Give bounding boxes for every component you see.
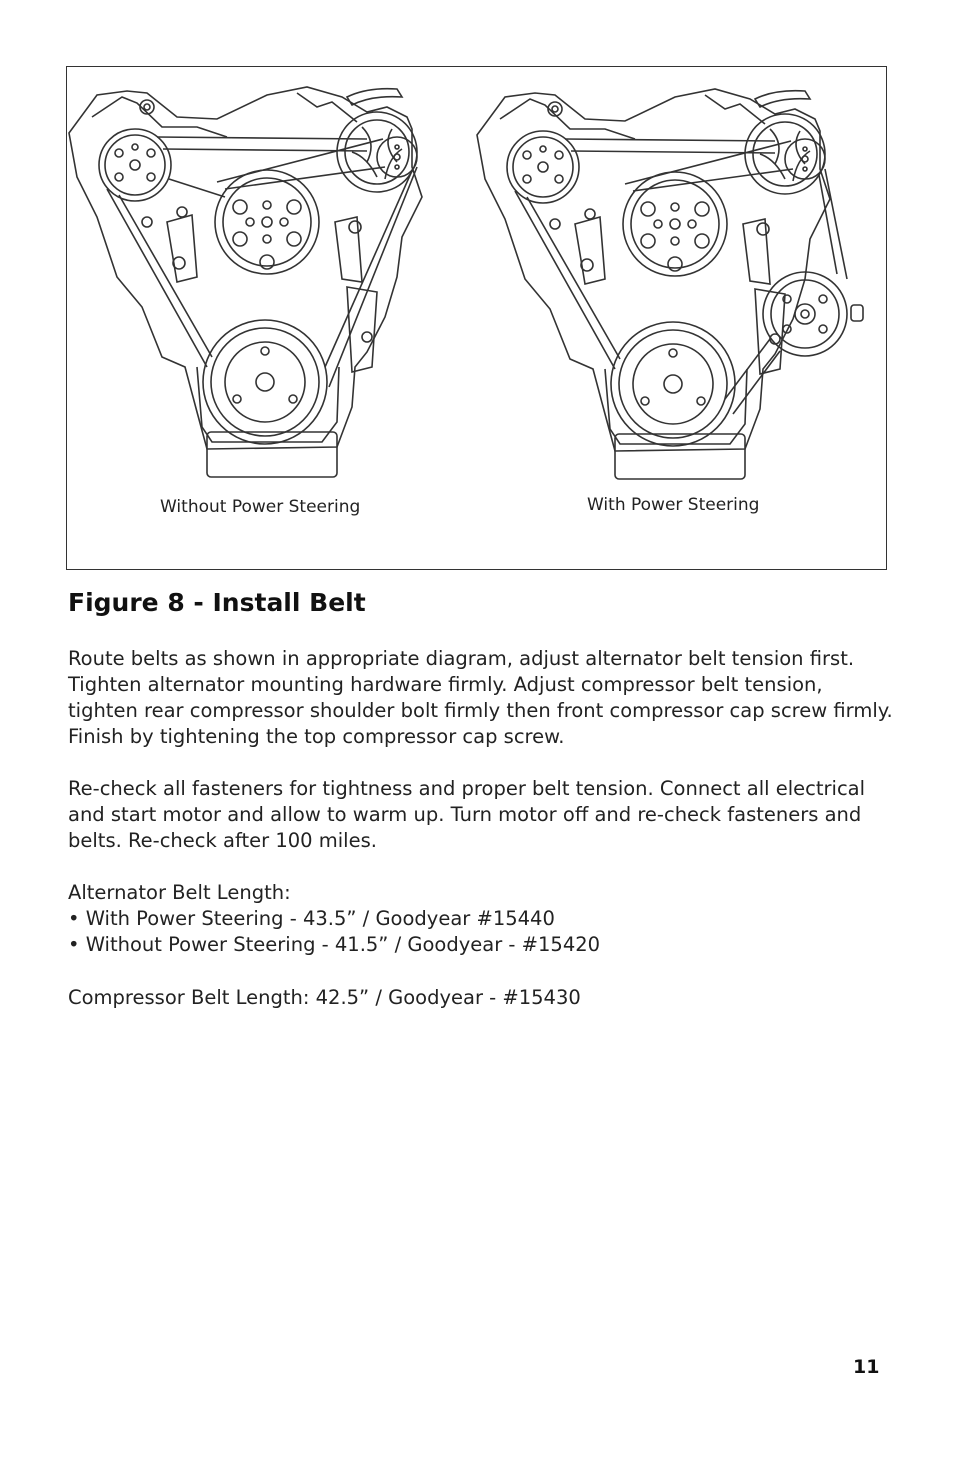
- list-item: • Without Power Steering - 41.5” / Goody…: [68, 933, 601, 956]
- diagram-without-power-steering: [68, 86, 423, 478]
- figure-frame: Without Power Steering With Power Steeri…: [66, 66, 887, 570]
- alternator-belt-section: Alternator Belt Length: • With Power Ste…: [68, 880, 898, 958]
- compressor-belt-length: Compressor Belt Length: 42.5” / Goodyear…: [68, 986, 581, 1009]
- page-number: 11: [853, 1356, 880, 1378]
- power-steering-pulley: [762, 271, 848, 357]
- list-item: • With Power Steering - 43.5” / Goodyear…: [68, 907, 555, 930]
- figure-heading: Figure 8 - Install Belt: [68, 588, 366, 617]
- alternator-belt-label: Alternator Belt Length:: [68, 881, 291, 904]
- recheck-paragraph: Re-check all fasteners for tightness and…: [68, 777, 866, 852]
- caption-with-power-steering: With Power Steering: [587, 495, 760, 515]
- caption-without-power-steering: Without Power Steering: [160, 497, 361, 517]
- instructions-paragraph: Route belts as shown in appropriate diag…: [68, 647, 893, 748]
- engine-belt-diagram: [68, 86, 864, 480]
- diagram-with-power-steering: [476, 88, 864, 480]
